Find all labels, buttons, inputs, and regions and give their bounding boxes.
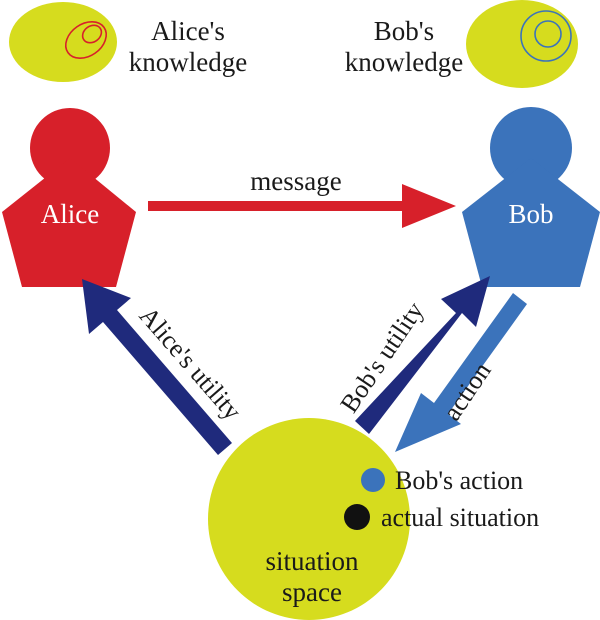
situation-space-label-line2: space bbox=[282, 577, 342, 607]
alice-label: Alice bbox=[41, 199, 99, 229]
alice-figure: Alice bbox=[2, 108, 136, 287]
alice-knowledge-blob bbox=[9, 2, 117, 82]
bob-action-dot bbox=[361, 468, 385, 492]
alice-utility-arrow: Alice's utility bbox=[82, 279, 247, 455]
alice-knowledge: Alice's knowledge bbox=[9, 2, 247, 82]
bob-utility-arrow-shape bbox=[355, 276, 490, 434]
bob-action-legend-label: Bob's action bbox=[395, 466, 523, 495]
alice-head bbox=[30, 108, 110, 188]
alice-body bbox=[2, 158, 136, 287]
actual-situation-legend-label: actual situation bbox=[381, 503, 539, 532]
situation-space: Bob's action actual situation situation … bbox=[208, 418, 539, 620]
situation-space-label-line1: situation bbox=[266, 546, 359, 576]
message-arrow: message bbox=[148, 166, 456, 228]
alice-knowledge-label-line1: Alice's bbox=[151, 16, 225, 46]
bob-knowledge-outer-ring bbox=[520, 10, 572, 62]
alice-knowledge-outer-ring bbox=[64, 21, 108, 59]
bob-knowledge: Bob's knowledge bbox=[345, 0, 578, 88]
alice-knowledge-label-line2: knowledge bbox=[129, 47, 247, 77]
bob-body bbox=[462, 158, 600, 287]
actual-situation-dot bbox=[344, 504, 370, 530]
message-arrow-shape bbox=[148, 184, 456, 228]
message-label: message bbox=[250, 166, 341, 196]
alice-knowledge-inner-ring bbox=[81, 24, 103, 44]
bob-knowledge-label-line1: Bob's bbox=[374, 16, 434, 46]
situation-space-circle bbox=[208, 418, 410, 620]
alice-utility-arrow-shape bbox=[82, 279, 232, 455]
bob-figure: Bob bbox=[462, 107, 600, 287]
bob-head bbox=[490, 107, 572, 189]
bob-knowledge-label-line2: knowledge bbox=[345, 47, 463, 77]
bob-knowledge-inner-ring bbox=[534, 20, 562, 48]
action-arrow-shape bbox=[395, 293, 527, 452]
bob-label: Bob bbox=[508, 199, 553, 229]
